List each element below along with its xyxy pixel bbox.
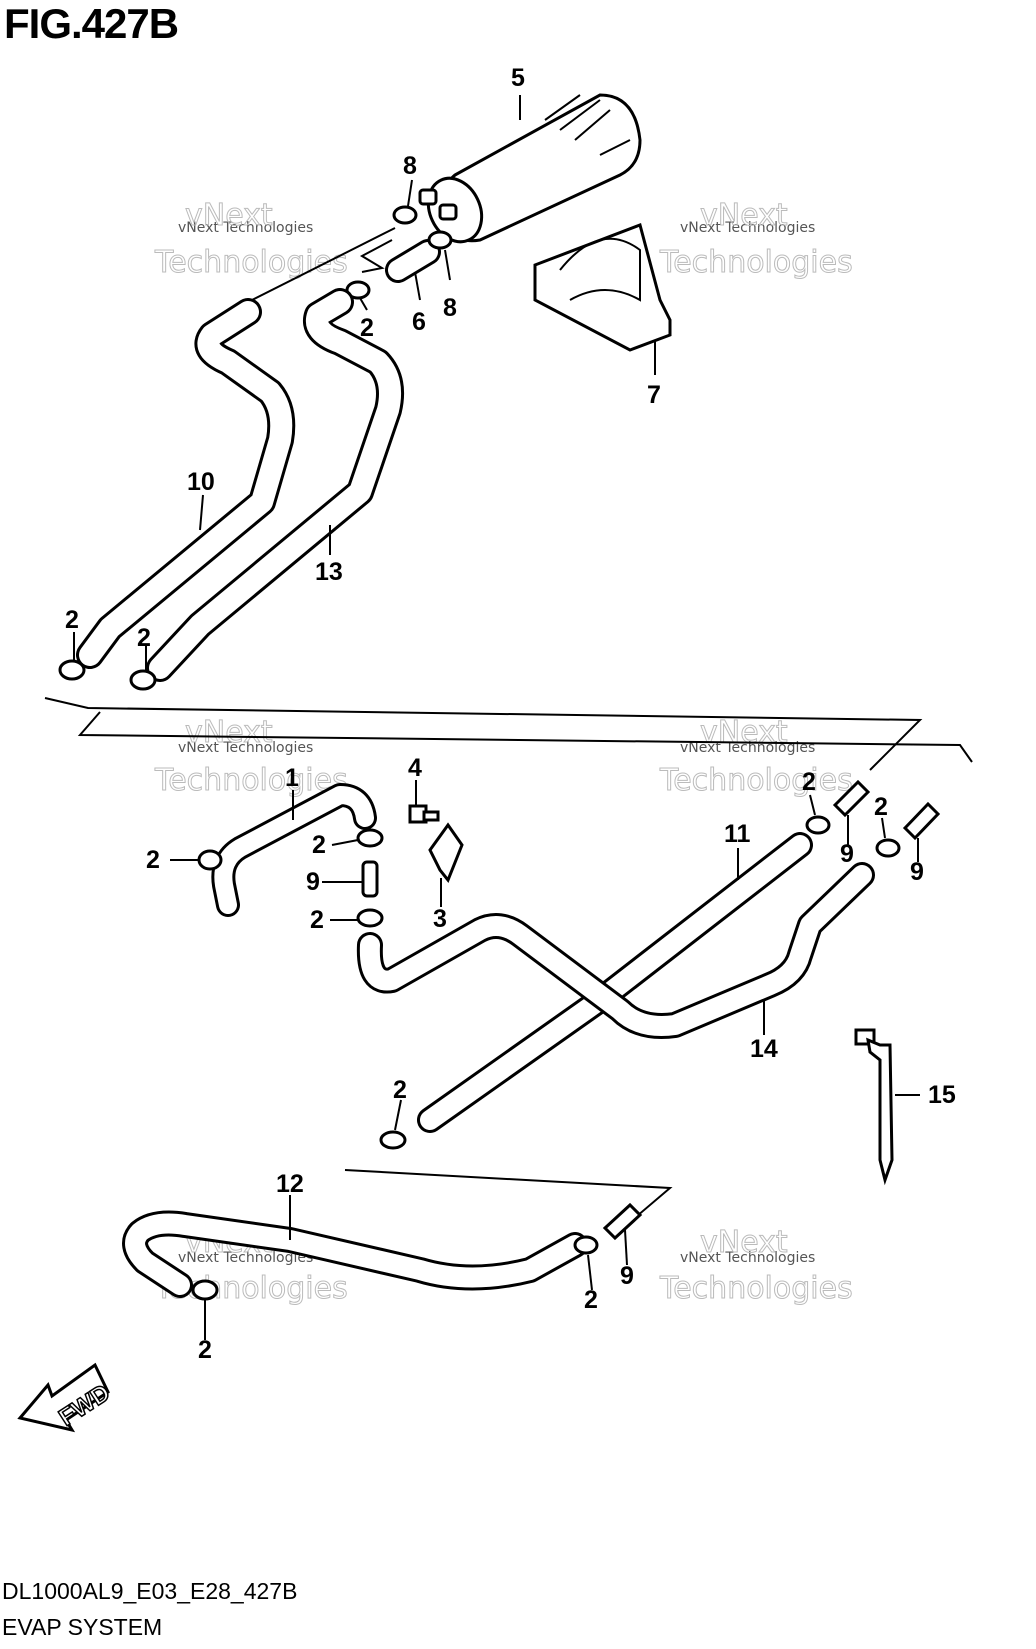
callout-1: 1: [285, 764, 299, 792]
clamp-part-2: [379, 815, 901, 1150]
watermark-large: vNext: [700, 1225, 788, 1260]
callout-9: 9: [306, 868, 320, 896]
watermark-text: vNext Technologies: [178, 1250, 313, 1266]
callout-13: 13: [315, 558, 343, 586]
callout-5: 5: [511, 64, 525, 92]
watermark-group: vNext Technologies vNext Technologies vN…: [154, 198, 854, 1307]
watermark-large: Technologies: [154, 245, 348, 280]
callout-8: 8: [443, 294, 457, 322]
hose-part-1: [197, 783, 377, 917]
callout-10: 10: [187, 468, 215, 496]
watermark-large: Technologies: [659, 763, 853, 798]
watermark-large: vNext: [700, 715, 788, 750]
callout-4: 4: [408, 754, 422, 782]
watermark-large: Technologies: [659, 245, 853, 280]
callout-14: 14: [750, 1035, 778, 1063]
watermark-text: vNext Technologies: [680, 740, 815, 756]
watermark-text: vNext Technologies: [178, 220, 313, 236]
footer-code: DL1000AL9_E03_E28_427B: [2, 1578, 298, 1604]
canister-part-5: [418, 93, 642, 244]
clamp-part-2: [58, 659, 157, 691]
connection-lines: [44, 227, 973, 1223]
bolt-part-4: [408, 804, 440, 824]
bracket-part-7: [533, 223, 672, 375]
hose-part-13: [146, 288, 404, 682]
callout-8: 8: [403, 152, 417, 180]
callout-2: 2: [312, 831, 326, 859]
watermark-large: Technologies: [154, 763, 348, 798]
joint-part-9: [832, 779, 941, 841]
watermark-text: vNext Technologies: [680, 220, 815, 236]
callout-9: 9: [840, 840, 854, 868]
callout-2: 2: [310, 906, 324, 934]
leader-lines: [73, 179, 919, 1340]
figure-title: FIG.427B: [4, 0, 179, 47]
hose-part-10: [76, 298, 296, 669]
joint-part-9: [356, 828, 384, 928]
callout-2: 2: [198, 1336, 212, 1364]
callout-2: 2: [874, 793, 888, 821]
callout-2: 2: [65, 606, 79, 634]
fwd-arrow-icon: FWD: [17, 1362, 116, 1432]
callout-2: 2: [146, 846, 160, 874]
watermark-text: vNext Technologies: [178, 740, 313, 756]
callout-3: 3: [433, 905, 447, 933]
callout-2: 2: [393, 1076, 407, 1104]
watermark-text: vNext Technologies: [680, 1250, 815, 1266]
callout-11: 11: [724, 820, 751, 848]
callout-2: 2: [137, 624, 151, 652]
part-15: [854, 1028, 920, 1186]
watermark-large: vNext: [185, 715, 273, 750]
callout-2: 2: [360, 314, 374, 342]
callout-7: 7: [647, 381, 661, 409]
hose-part-12: [122, 1202, 643, 1301]
callout-2: 2: [802, 768, 816, 796]
callout-labels: 5 8 8 6 2 7 10 13 2 2 1 4 2 2 9 2 3 11 2…: [65, 64, 956, 1364]
callout-9: 9: [620, 1262, 634, 1290]
callout-15: 15: [928, 1081, 956, 1109]
watermark-large: vNext: [185, 198, 273, 233]
clamp-part-8: [345, 205, 453, 300]
bracket-part-3: [428, 822, 464, 883]
callout-6: 6: [412, 308, 426, 336]
callout-9: 9: [910, 858, 924, 886]
footer-name: EVAP SYSTEM: [2, 1614, 163, 1640]
callout-2: 2: [584, 1286, 598, 1314]
hose-part-6: [385, 239, 441, 283]
watermark-large: vNext: [700, 198, 788, 233]
hose-part-14: [356, 862, 875, 1039]
callout-12: 12: [276, 1170, 304, 1198]
watermark-large: Technologies: [659, 1271, 853, 1306]
